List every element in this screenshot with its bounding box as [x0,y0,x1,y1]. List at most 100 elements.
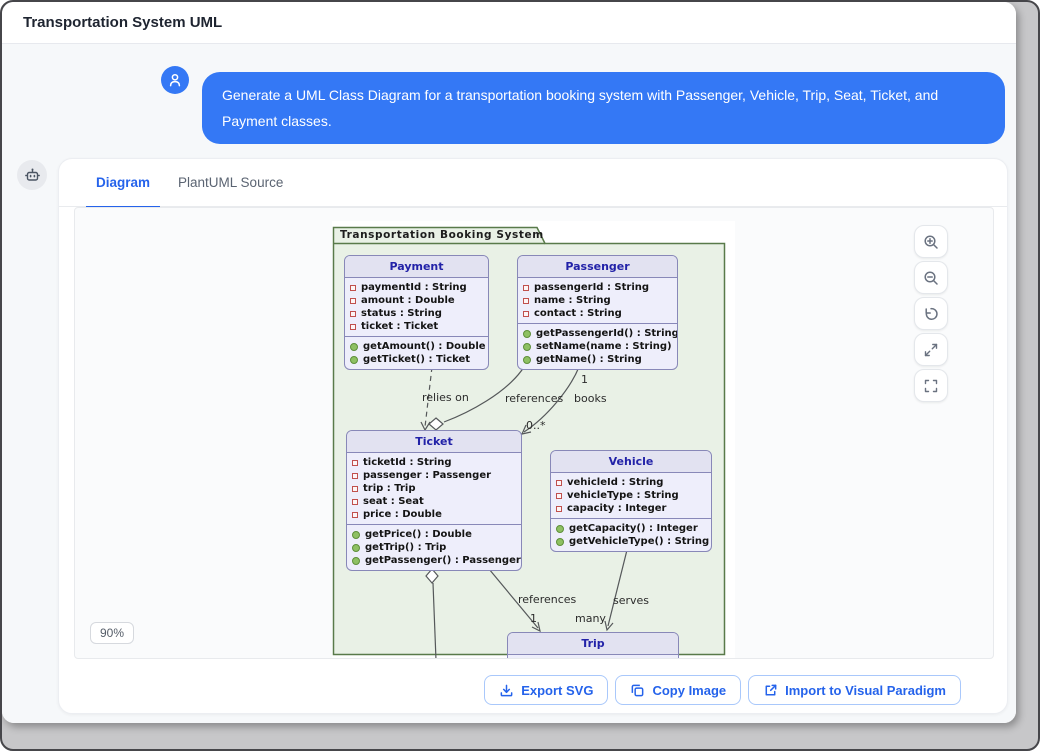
attribute-row: amount : Double [345,294,488,307]
method-text: getTrip() : Trip [365,542,447,553]
download-icon [500,684,513,696]
method-icon [350,355,358,364]
person-icon [169,73,181,87]
class-title: Ticket [347,431,521,453]
external-link-icon [765,684,777,695]
method-text: getAmount() : Double [363,341,486,352]
bot-avatar [17,160,47,190]
class-title: Vehicle [551,451,711,473]
method-text: getPrice() : Double [365,529,472,540]
expand-icon [924,343,938,356]
attribute-icon [352,498,358,505]
uml-canvas: Ticket (books) --> Trip (references) -->… [332,221,735,658]
attribute-row: paymentId : String [345,281,488,294]
class-title: Passenger [518,256,677,278]
rel-label-references-top: references [505,392,564,405]
export-svg-button[interactable]: Export SVG [484,675,609,705]
fullscreen-button[interactable] [914,369,948,402]
reset-view-icon [925,307,938,320]
import-visual-paradigm-label: Import to Visual Paradigm [785,682,946,698]
title-bar: Transportation System UML [2,2,1016,44]
import-visual-paradigm-button[interactable]: Import to Visual Paradigm [748,675,961,705]
attribute-text: paymentId : String [361,282,467,293]
rel-mult-1-top: 1 [581,373,588,386]
page-title: Transportation System UML [23,14,223,31]
attribute-row: vehicleId : String [551,476,711,489]
reset-view-button[interactable] [914,297,948,330]
copy-image-button[interactable]: Copy Image [615,675,742,705]
method-row: getPassenger() : Passenger [347,554,521,567]
rel-label-references-bottom: references [518,593,577,606]
uml-package-title: Transportation Booking System [340,229,544,241]
diagram-viewer[interactable]: Ticket (books) --> Trip (references) -->… [74,207,994,659]
zoom-controls [914,225,948,402]
method-row: getVehicleType() : String [551,535,711,548]
attribute-row: capacity : Integer [551,502,711,515]
zoom-level-badge: 90% [90,622,135,644]
attribute-icon [352,485,358,492]
attribute-icon [352,511,358,518]
attribute-row: vehicleType : String [551,489,711,502]
attribute-row: ticket : Ticket [345,320,488,333]
attribute-icon [352,459,358,466]
attribute-text: ticket : Ticket [361,321,439,332]
method-icon [352,530,360,539]
zoom-out-button[interactable] [914,261,948,294]
method-icon [523,342,531,351]
tab-diagram[interactable]: Diagram [86,159,161,208]
method-text: setName(name : String) [536,341,672,352]
method-text: getPassenger() : Passenger [365,555,521,566]
method-text: getVehicleType() : String [569,536,710,547]
attribute-text: capacity : Integer [567,503,667,514]
copy-icon [632,684,644,696]
method-row: getPrice() : Double [347,528,521,541]
uml-class-payment: Payment paymentId : String amount : Doub… [344,255,489,370]
rel-label-serves: serves [613,594,650,607]
method-text: getTicket() : Ticket [363,354,471,365]
uml-class-vehicle: Vehicle vehicleId : String vehicleType :… [550,450,712,552]
footer-actions: Export SVG Copy Image [484,675,961,705]
zoom-in-button[interactable] [914,225,948,258]
attribute-text: name : String [534,295,611,306]
attribute-icon [350,310,356,317]
method-row: getTicket() : Ticket [345,353,488,366]
zoom-in-icon [924,234,938,249]
method-row: getName() : String [518,353,677,366]
tab-plantuml-source[interactable]: PlantUML Source [178,175,284,190]
attribute-text: passenger : Passenger [363,470,492,481]
method-row: getPassengerId() : String [518,327,677,340]
expand-button[interactable] [914,333,948,366]
method-icon [523,355,531,364]
attribute-icon [350,284,356,291]
method-text: getName() : String [536,354,642,365]
method-row: setName(name : String) [518,340,677,353]
attribute-icon [556,505,562,512]
copy-image-label: Copy Image [652,682,727,698]
attribute-icon [350,323,356,330]
attribute-row: name : String [518,294,677,307]
attribute-row: status : String [345,307,488,320]
attribute-text: vehicleId : String [567,477,664,488]
attribute-text: price : Double [363,509,442,520]
attribute-icon [352,472,358,479]
attribute-text: passengerId : String [534,282,650,293]
attribute-row: ticketId : String [347,456,521,469]
export-svg-label: Export SVG [521,682,594,698]
method-icon [350,342,358,351]
app-body: Generate a UML Class Diagram for a trans… [2,44,1016,723]
rel-label-books: books [574,392,607,405]
method-row: getTrip() : Trip [347,541,521,554]
attribute-row: trip : Trip [347,482,521,495]
attribute-text: vehicleType : String [567,490,679,501]
uml-class-trip: Trip [507,632,679,658]
attribute-text: trip : Trip [363,483,416,494]
tab-bar: Diagram PlantUML Source [59,159,1007,208]
method-text: getCapacity() : Integer [569,523,698,534]
method-icon [523,329,531,338]
class-title: Payment [345,256,488,278]
attribute-icon [523,284,529,291]
method-icon [556,524,564,533]
attribute-icon [523,297,529,304]
class-title: Trip [508,633,678,655]
